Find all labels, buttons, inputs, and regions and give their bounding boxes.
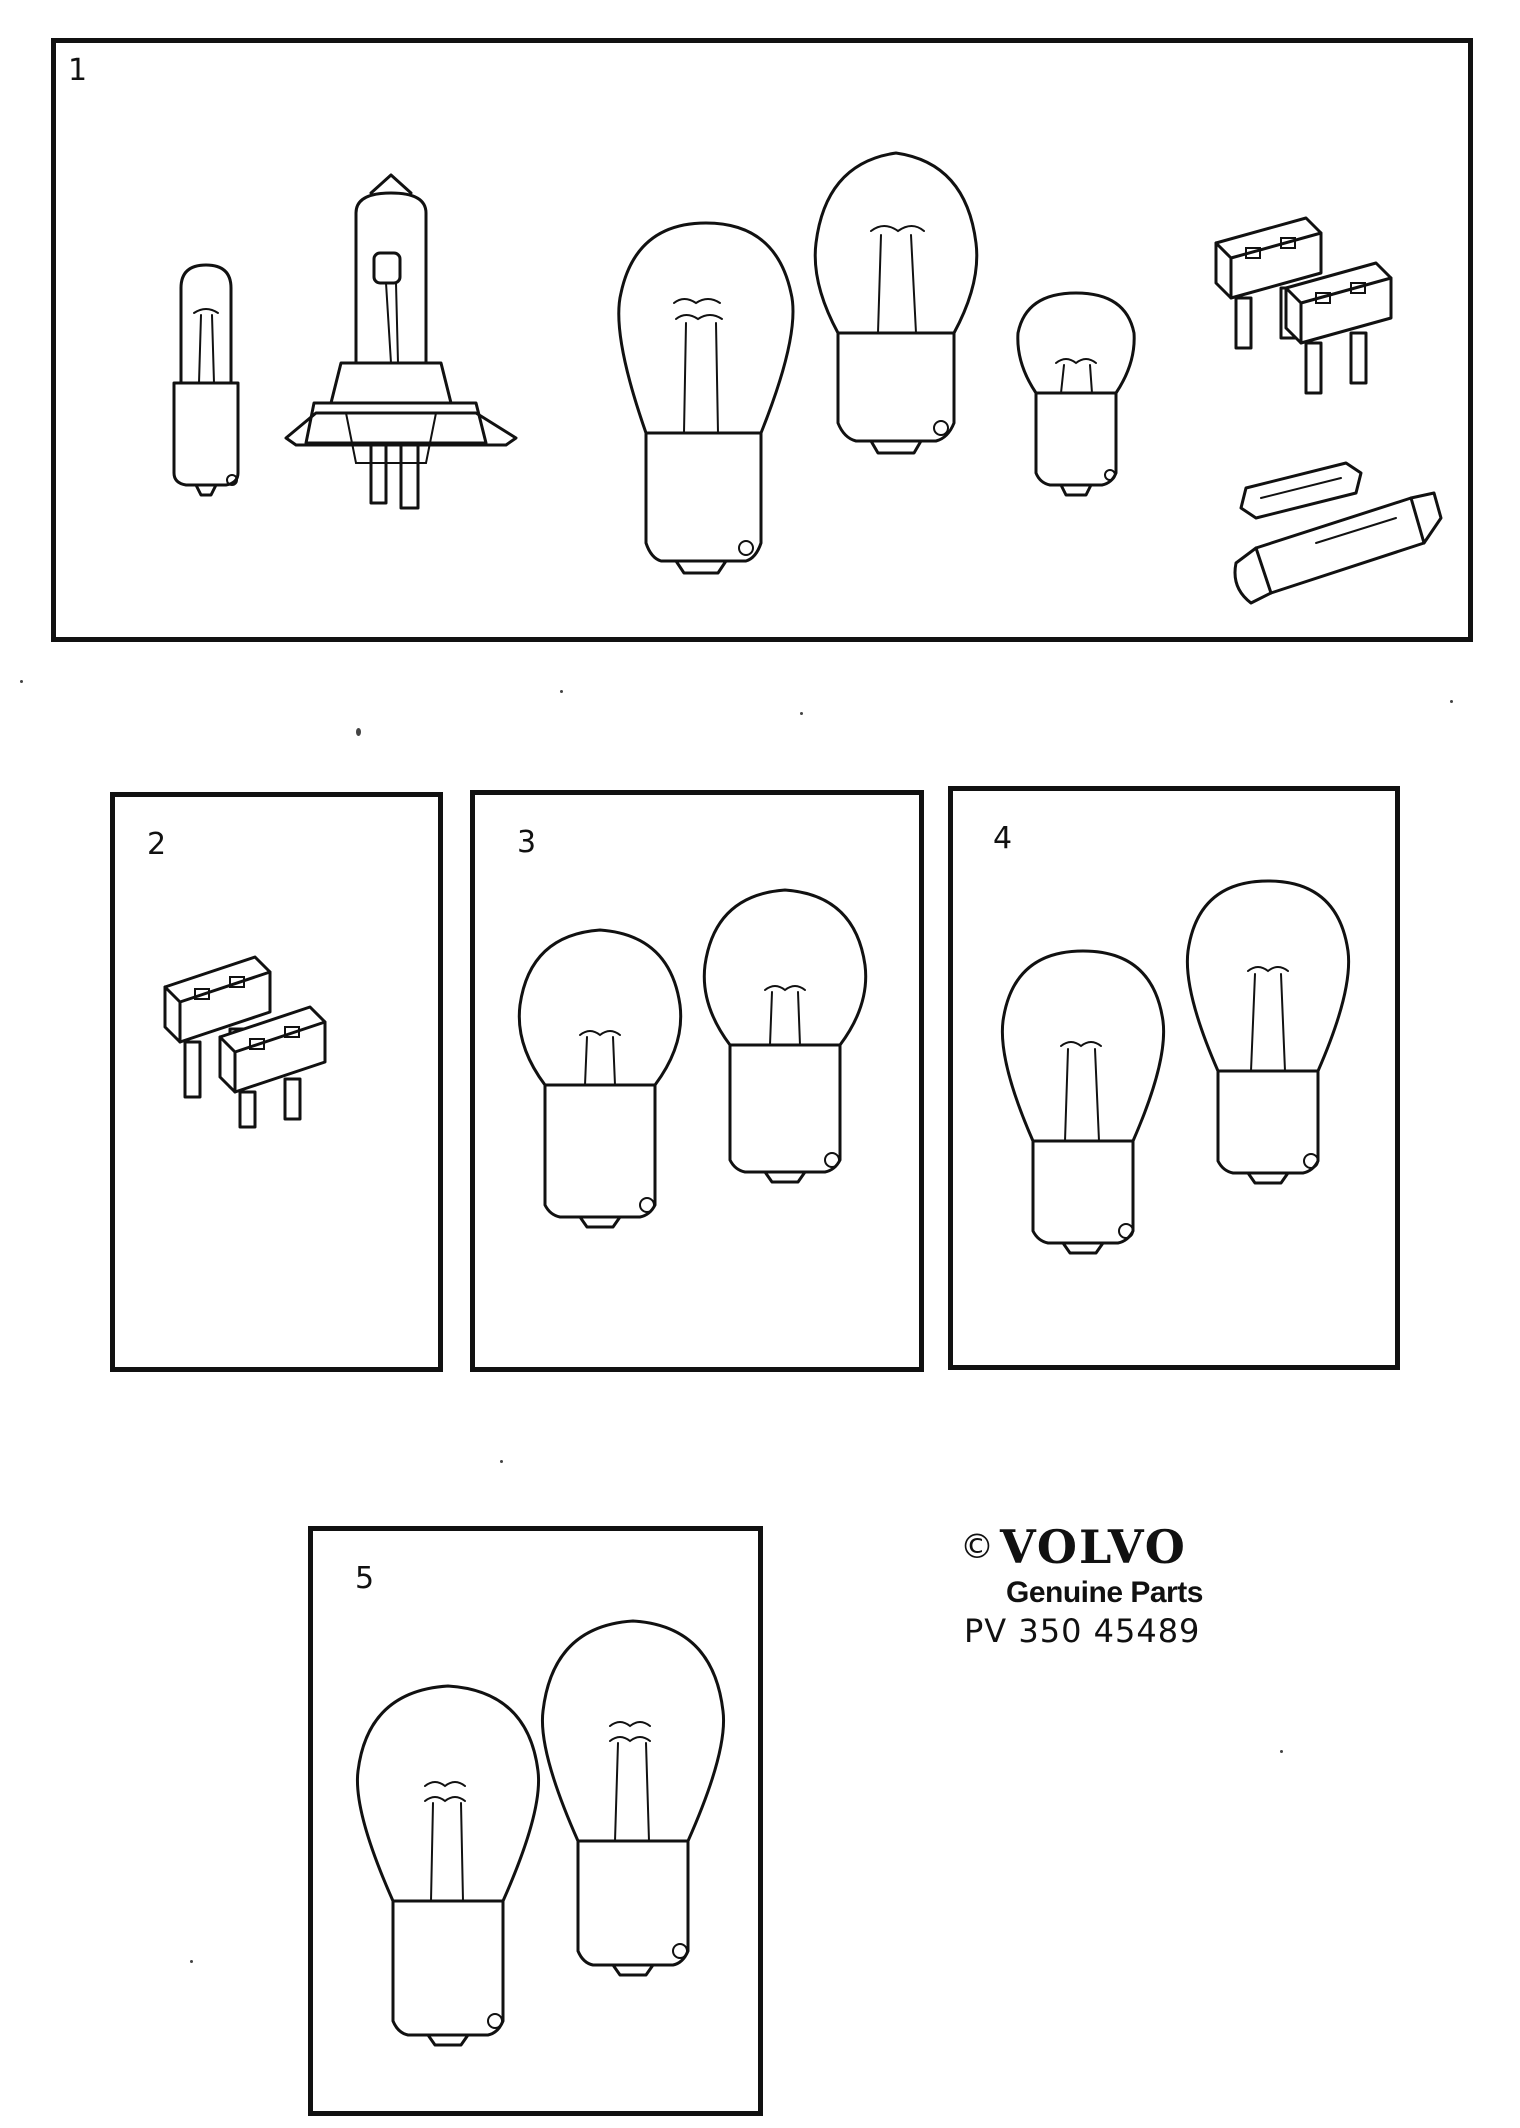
scan-speck	[190, 1960, 193, 1963]
panel-2: 2	[110, 792, 443, 1372]
halogen-bulb-icon	[284, 173, 518, 510]
copyright-symbol: ©	[960, 1527, 994, 1567]
panel-1: 1	[51, 38, 1473, 642]
panel-3-illustration	[517, 888, 868, 1229]
light-bulb-icon	[617, 221, 795, 575]
panel-number: 4	[993, 821, 1013, 856]
panel-5-illustration	[355, 1619, 726, 2047]
scan-speck	[20, 680, 23, 683]
festoon-bulb-icon	[1233, 491, 1443, 605]
light-bulb-icon	[702, 888, 868, 1184]
volvo-branding: © VOLVO Genuine Parts PV 350 45489	[960, 1524, 1360, 1650]
tubular-bulb-icon	[172, 263, 240, 497]
panel-4: 4	[948, 786, 1400, 1370]
panel-3: 3	[470, 790, 924, 1372]
panel-2-illustration	[163, 955, 327, 1129]
light-bulb-icon	[540, 1619, 726, 1977]
scan-speck	[1280, 1750, 1283, 1753]
panel-number: 1	[68, 53, 88, 88]
panel-5: 5	[308, 1526, 763, 2116]
scan-speck	[500, 1460, 503, 1463]
light-bulb-icon	[1000, 949, 1166, 1255]
scan-speck	[1450, 700, 1453, 703]
panel-number: 2	[147, 827, 167, 862]
light-bulb-icon	[1016, 291, 1136, 497]
panel-number: 3	[517, 825, 537, 860]
blade-fuse-icon	[1214, 216, 1323, 350]
part-number: PV 350 45489	[964, 1612, 1201, 1650]
scan-speck	[560, 690, 563, 693]
blade-fuse-icon	[1284, 261, 1393, 395]
panel-1-illustration	[172, 151, 1443, 605]
brand-tagline: Genuine Parts	[1006, 1576, 1203, 1609]
scan-speck	[800, 712, 803, 715]
blade-fuse-icon	[218, 1005, 327, 1129]
light-bulb-icon	[1185, 879, 1351, 1185]
brand-logo: VOLVO	[1000, 1520, 1187, 1574]
festoon-bulb-icon	[1239, 461, 1363, 520]
scan-speck	[356, 728, 361, 736]
light-bulb-icon	[355, 1684, 541, 2047]
panel-4-illustration	[1000, 879, 1351, 1255]
panel-number: 5	[355, 1561, 375, 1596]
light-bulb-icon	[517, 928, 683, 1229]
light-bulb-icon	[813, 151, 979, 455]
